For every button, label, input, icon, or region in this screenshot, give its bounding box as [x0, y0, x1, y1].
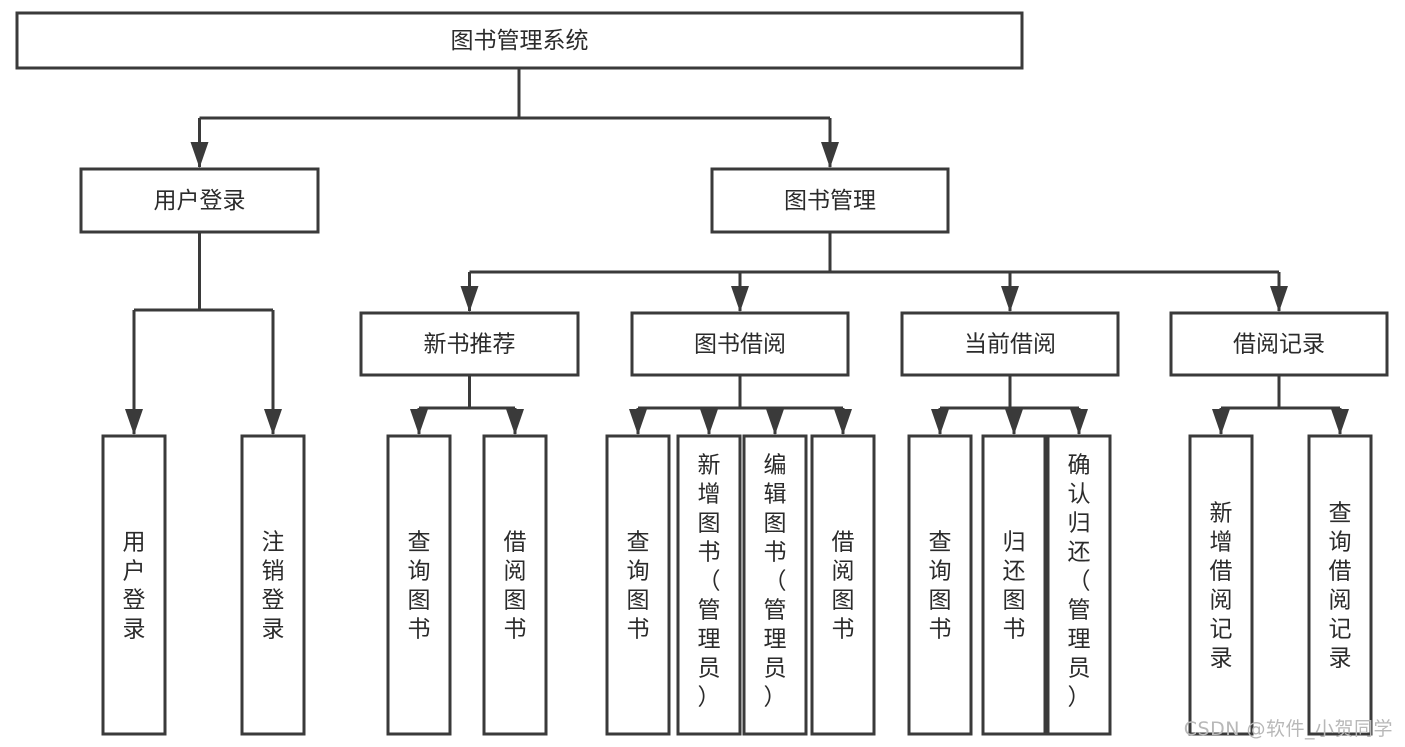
node-book-manage-label: 图书管理: [784, 188, 876, 214]
node-leaf-logout-login[interactable]: 注销登录: [240, 434, 306, 736]
node-leaf-add-book[interactable]: 新增图书（管理员）: [676, 434, 742, 736]
node-leaf-query-book-2-box[interactable]: [605, 434, 671, 736]
node-book-borrow-box[interactable]: [630, 311, 850, 377]
root-book-management-system-box[interactable]: [15, 11, 1024, 70]
root-book-management-system[interactable]: 图书管理系统: [15, 11, 1024, 70]
node-leaf-query-record[interactable]: 查询借阅记录: [1307, 434, 1373, 736]
new-book-recommend-arrow-1: [506, 409, 524, 435]
node-current-borrow-box[interactable]: [900, 311, 1120, 377]
node-leaf-confirm-return-box[interactable]: [1046, 434, 1112, 736]
node-borrow-record-label: 借阅记录: [1233, 332, 1325, 358]
node-book-manage-box[interactable]: [710, 167, 950, 234]
node-leaf-user-login-box[interactable]: [101, 434, 167, 736]
node-leaf-add-book-box[interactable]: [676, 434, 742, 736]
node-leaf-return-book-box[interactable]: [981, 434, 1047, 736]
current-borrow-arrow-0: [931, 409, 949, 435]
node-leaf-add-book-label: 新增图书（管理员）: [698, 453, 721, 711]
node-leaf-query-book-1[interactable]: 查询图书: [386, 434, 452, 736]
root-arrow-0: [190, 142, 209, 168]
node-leaf-query-book-1-label: 查询图书: [408, 530, 431, 643]
node-new-book-recommend-box[interactable]: [359, 311, 580, 377]
book-borrow-arrow-0: [629, 409, 647, 435]
node-leaf-query-book-3-label: 查询图书: [929, 530, 952, 643]
node-leaf-borrow-book-1-box[interactable]: [482, 434, 548, 736]
connectors-layer: [125, 68, 1349, 435]
node-leaf-add-record-box[interactable]: [1188, 434, 1254, 736]
node-leaf-edit-book[interactable]: 编辑图书（管理员）: [742, 434, 808, 736]
user-login-arrow-0: [125, 409, 143, 435]
node-current-borrow-label: 当前借阅: [964, 332, 1056, 358]
node-leaf-logout-login-box[interactable]: [240, 434, 306, 736]
node-leaf-query-book-3[interactable]: 查询图书: [907, 434, 973, 736]
node-book-borrow[interactable]: 图书借阅: [630, 311, 850, 377]
node-leaf-confirm-return-label: 确认归还（管理员）: [1068, 453, 1091, 711]
node-leaf-query-record-label: 查询借阅记录: [1329, 501, 1352, 672]
borrow-record-arrow-0: [1212, 409, 1230, 435]
node-leaf-logout-login-label: 注销登录: [262, 530, 285, 643]
root-book-management-system-label: 图书管理系统: [451, 28, 589, 54]
node-leaf-add-record-label: 新增借阅记录: [1210, 501, 1233, 672]
nodes-layer: 图书管理系统用户登录图书管理新书推荐图书借阅当前借阅借阅记录用户登录注销登录查询…: [15, 11, 1389, 736]
node-new-book-recommend[interactable]: 新书推荐: [359, 311, 580, 377]
node-book-manage[interactable]: 图书管理: [710, 167, 950, 234]
book-borrow-arrow-1: [700, 409, 718, 435]
node-leaf-edit-book-label: 编辑图书（管理员）: [764, 453, 787, 711]
node-user-login-box[interactable]: [79, 167, 320, 234]
node-leaf-confirm-return[interactable]: 确认归还（管理员）: [1046, 434, 1112, 736]
node-leaf-query-book-2-label: 查询图书: [627, 530, 650, 643]
node-leaf-borrow-book-1[interactable]: 借阅图书: [482, 434, 548, 736]
user-login-arrow-1: [264, 409, 282, 435]
book-manage-arrow-2: [1001, 286, 1019, 312]
node-leaf-query-book-3-box[interactable]: [907, 434, 973, 736]
node-leaf-return-book[interactable]: 归还图书: [981, 434, 1047, 736]
current-borrow-arrow-1: [1005, 409, 1023, 435]
current-borrow-arrow-2: [1070, 409, 1088, 435]
node-leaf-user-login[interactable]: 用户登录: [101, 434, 167, 736]
node-leaf-borrow-book-2-label: 借阅图书: [832, 530, 855, 643]
new-book-recommend-arrow-0: [410, 409, 428, 435]
node-new-book-recommend-label: 新书推荐: [424, 332, 516, 358]
node-borrow-record-box[interactable]: [1169, 311, 1389, 377]
book-manage-arrow-3: [1270, 286, 1288, 312]
node-leaf-edit-book-box[interactable]: [742, 434, 808, 736]
node-current-borrow[interactable]: 当前借阅: [900, 311, 1120, 377]
root-arrow-1: [821, 142, 839, 168]
node-leaf-query-record-box[interactable]: [1307, 434, 1373, 736]
node-user-login-label: 用户登录: [154, 188, 246, 214]
node-leaf-return-book-label: 归还图书: [1003, 530, 1026, 643]
node-leaf-borrow-book-1-label: 借阅图书: [504, 530, 527, 643]
node-book-borrow-label: 图书借阅: [694, 332, 786, 358]
book-manage-arrow-0: [460, 286, 479, 312]
node-leaf-query-book-2[interactable]: 查询图书: [605, 434, 671, 736]
node-leaf-add-record[interactable]: 新增借阅记录: [1188, 434, 1254, 736]
node-user-login[interactable]: 用户登录: [79, 167, 320, 234]
node-borrow-record[interactable]: 借阅记录: [1169, 311, 1389, 377]
node-leaf-user-login-label: 用户登录: [123, 530, 146, 643]
node-leaf-borrow-book-2[interactable]: 借阅图书: [810, 434, 876, 736]
book-borrow-arrow-2: [766, 409, 784, 435]
book-manage-arrow-1: [731, 286, 749, 312]
borrow-record-arrow-1: [1331, 409, 1349, 435]
node-leaf-query-book-1-box[interactable]: [386, 434, 452, 736]
book-borrow-arrow-3: [834, 409, 852, 435]
node-leaf-borrow-book-2-box[interactable]: [810, 434, 876, 736]
